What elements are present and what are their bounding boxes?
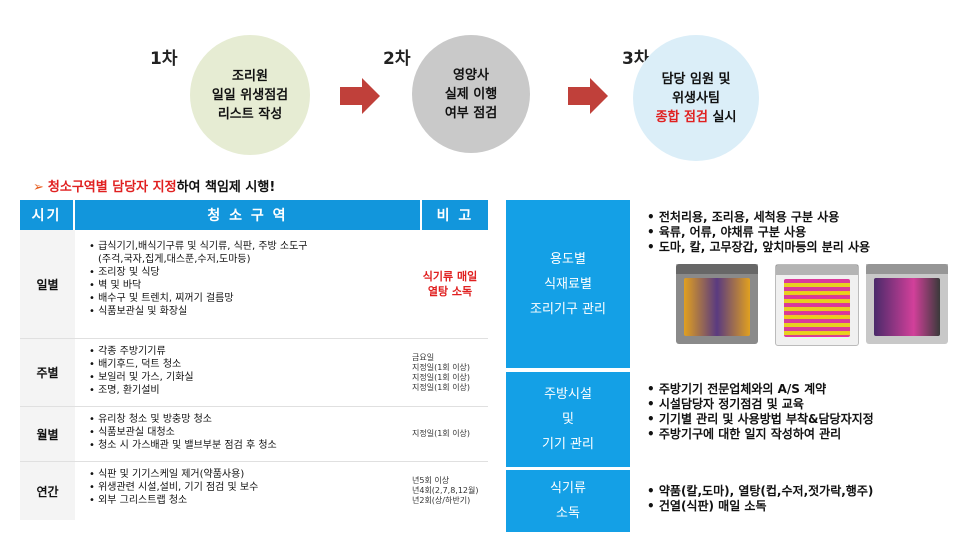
items-cell: 식판 및 기기스케일 제거(약품사용) 위생관련 시설,설비, 기기 점검 및 … (75, 462, 412, 520)
note-line: 년4회(2,7,8,12월) (412, 486, 479, 495)
step3-circle: 담당 임원 및 위생사팀 종합 점검 실시 (633, 35, 759, 161)
header-area: 청 소 구 역 (75, 200, 420, 230)
panel-title-line: 조리기구 관리 (530, 301, 606, 317)
list-item: 주방기기 전문업체와의 A/S 계약 (647, 382, 874, 397)
arrow-bullet-icon: ➢ (33, 180, 44, 195)
list-item: 식품보관실 및 화장실 (89, 305, 412, 318)
panel-title-line: 및 (562, 412, 574, 427)
list-item: 급식기기,배식기구류 및 식기류, 식판, 주방 소도구 (89, 240, 412, 253)
step1-circle: 조리원 일일 위생점검 리스트 작성 (190, 35, 310, 155)
note-cell: 년5회 이상 년4회(2,7,8,12월) 년2회(상/하반기) (412, 462, 488, 520)
list-item: 벽 및 바닥 (89, 279, 412, 292)
list-item: 육류, 어류, 야채류 구분 사용 (647, 225, 870, 240)
list-item: 시설담당자 정기점검 및 교육 (647, 397, 874, 412)
step2-line: 영양사 (453, 67, 489, 83)
period-cell: 일별 (20, 230, 75, 338)
table-row-monthly: 월별 유리창 청소 및 방충망 청소 식품보관실 대청소 청소 시 가스배관 및… (20, 407, 488, 462)
panel-utensil-management: 용도별 식재료별 조리기구 관리 (506, 200, 630, 368)
panel-title-line: 용도별 (550, 251, 586, 267)
list-item: 조명, 환기설비 (89, 384, 412, 397)
headline: ➢청소구역별 담당자 지정하여 책임제 시행! (33, 176, 275, 195)
step1-line: 조리원 (232, 68, 268, 84)
table-header: 시기 청 소 구 역 비 고 (20, 200, 488, 230)
note-line: 지정일(1회 이상) (412, 372, 471, 382)
period-cell: 주별 (20, 339, 75, 406)
step2-line: 실제 이행 (444, 86, 498, 102)
step3-line: 종합 점검 실시 (656, 108, 737, 127)
header-note: 비 고 (422, 200, 488, 230)
table-row-weekly: 주별 각종 주방기기류 배기후드, 덕트 청소 보일러 및 가스, 기화실 조명… (20, 339, 488, 407)
list-item: 식판 및 기기스케일 제거(약품사용) (89, 468, 412, 481)
step3-line: 담당 임원 및 (661, 71, 731, 87)
items-cell: 급식기기,배식기구류 및 식기류, 식판, 주방 소도구 (주걱,국자,집게,대… (75, 230, 412, 338)
table-row-yearly: 연간 식판 및 기기스케일 제거(약품사용) 위생관련 시설,설비, 기기 점검… (20, 462, 488, 520)
step1-line: 일일 위생점검 (211, 87, 289, 103)
note-line: 년5회 이상 (412, 476, 450, 485)
step3-line: 위생사팀 (672, 90, 720, 106)
items-cell: 각종 주방기기류 배기후드, 덕트 청소 보일러 및 가스, 기화실 조명, 환… (75, 339, 412, 406)
step1-line: 리스트 작성 (217, 106, 283, 122)
list-item: 유리창 청소 및 방충망 청소 (89, 413, 412, 426)
list-item: 조리장 및 식당 (89, 266, 412, 279)
panel-facility-management: 주방시설 및 기기 관리 (506, 372, 630, 467)
note-cell: 식기류 매일 열탕 소독 (412, 230, 488, 338)
list-item: 건열(식판) 매일 소독 (647, 499, 873, 514)
list-item: 각종 주방기기류 (89, 345, 412, 358)
list-item: 보일러 및 가스, 기화실 (89, 371, 412, 384)
note-red-line: 식기류 매일 (422, 270, 478, 283)
sterilizer-cabinet-image (775, 264, 859, 346)
note-line: 지정일(1회 이상) (412, 382, 471, 392)
sterilizer-cabinet-image (676, 264, 758, 344)
list-item: (주걱,국자,집게,대스푼,수저,도마등) (98, 254, 251, 265)
panel-title-line: 소독 (556, 506, 580, 521)
step3-suffix: 실시 (707, 109, 737, 125)
list-item: 식품보관실 대청소 (89, 426, 412, 439)
panel-title-line: 식기류 (550, 481, 586, 496)
step3-highlight: 종합 점검 (655, 109, 708, 125)
headline-rest: 하여 책임제 시행! (176, 180, 276, 195)
list-item: 주방기구에 대한 일지 작성하여 관리 (647, 427, 874, 442)
note-cell: 금요일 지정일(1회 이상) 지정일(1회 이상) 지정일(1회 이상) (412, 339, 488, 406)
header-period: 시기 (20, 200, 73, 230)
sterilization-bullets: 약품(칼,도마), 열탕(컵,수저,젓가락,행주) 건열(식판) 매일 소독 (647, 484, 874, 514)
note-line: 지정일(1회 이상) (412, 429, 471, 438)
panel-title-line: 식재료별 (544, 276, 592, 292)
panel-title-line: 주방시설 (544, 387, 592, 402)
note-line: 지정일(1회 이상) (412, 362, 471, 372)
table-row-daily: 일별 급식기기,배식기구류 및 식기류, 식판, 주방 소도구 (주걱,국자,집… (20, 230, 488, 339)
period-cell: 연간 (20, 462, 75, 520)
period-cell: 월별 (20, 407, 75, 461)
headline-highlight: 청소구역별 담당자 지정 (47, 180, 177, 195)
list-item: 외부 그리스트랩 청소 (89, 494, 412, 507)
list-item: 전처리용, 조리용, 세척용 구분 사용 (647, 210, 870, 225)
step2-label: 2차 (383, 49, 411, 69)
panel-title-line: 기기 관리 (542, 437, 594, 452)
utensil-bullets: 전처리용, 조리용, 세척용 구분 사용 육류, 어류, 야채류 구분 사용 도… (647, 210, 870, 255)
facility-bullets: 주방기기 전문업체와의 A/S 계약 시설담당자 정기점검 및 교육 기기별 관… (647, 382, 874, 442)
list-item: 약품(칼,도마), 열탕(컵,수저,젓가락,행주) (647, 484, 874, 499)
list-item: 배수구 및 트렌치, 찌꺼기 걸름망 (89, 292, 412, 305)
step2-line: 여부 점검 (444, 105, 498, 121)
note-red-line: 열탕 소독 (427, 285, 473, 298)
note-line: 금요일 (412, 352, 435, 362)
note-line: 년2회(상/하반기) (412, 496, 471, 505)
step1-label: 1차 (150, 49, 178, 69)
cleaning-schedule-table: 시기 청 소 구 역 비 고 일별 급식기기,배식기구류 및 식기류, 식판, … (20, 200, 488, 520)
list-item: 기기별 관리 및 사용방법 부착&담당자지정 (647, 412, 874, 427)
list-item: 배기후드, 덕트 청소 (89, 358, 412, 371)
sterilizer-cabinet-image (866, 264, 948, 344)
items-cell: 유리창 청소 및 방충망 청소 식품보관실 대청소 청소 시 가스배관 및 밸브… (75, 407, 412, 461)
note-cell: 지정일(1회 이상) (412, 407, 488, 461)
panel-dish-sterilization: 식기류 소독 (506, 470, 630, 532)
list-item: 청소 시 가스배관 및 밸브부분 점검 후 청소 (89, 439, 412, 452)
list-item: 도마, 칼, 고무장갑, 앞치마등의 분리 사용 (647, 240, 870, 255)
step2-circle: 영양사 실제 이행 여부 점검 (412, 35, 530, 153)
list-item: 위생관련 시설,설비, 기기 점검 및 보수 (89, 481, 412, 494)
